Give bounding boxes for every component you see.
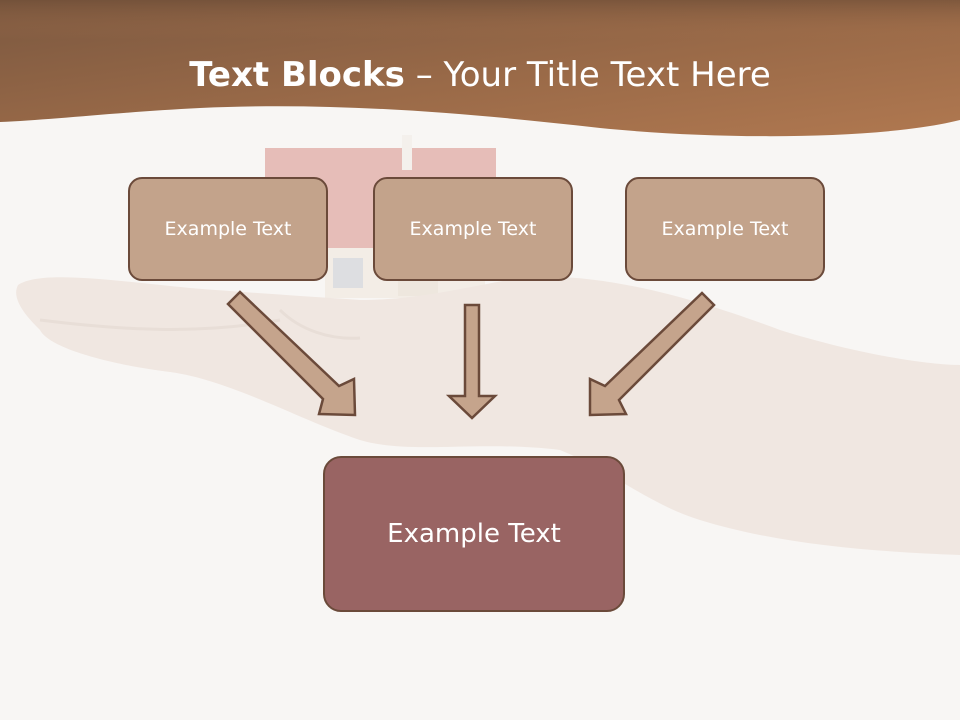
text-block-left[interactable]: Example Text	[128, 177, 328, 281]
arrows	[226, 290, 716, 420]
page-title: Text Blocks – Your Title Text Here	[0, 52, 960, 98]
text-block-target-label: Example Text	[387, 519, 561, 549]
arrow-left	[226, 290, 357, 417]
title-rest: – Your Title Text Here	[404, 55, 771, 95]
arrow-center	[445, 303, 499, 420]
arrow-right	[588, 291, 716, 417]
text-block-right[interactable]: Example Text	[625, 177, 825, 281]
text-block-left-label: Example Text	[164, 218, 292, 240]
text-block-center-label: Example Text	[409, 218, 537, 240]
text-block-target[interactable]: Example Text	[323, 456, 625, 612]
title-bold: Text Blocks	[189, 55, 405, 95]
text-block-right-label: Example Text	[661, 218, 789, 240]
text-block-center[interactable]: Example Text	[373, 177, 573, 281]
